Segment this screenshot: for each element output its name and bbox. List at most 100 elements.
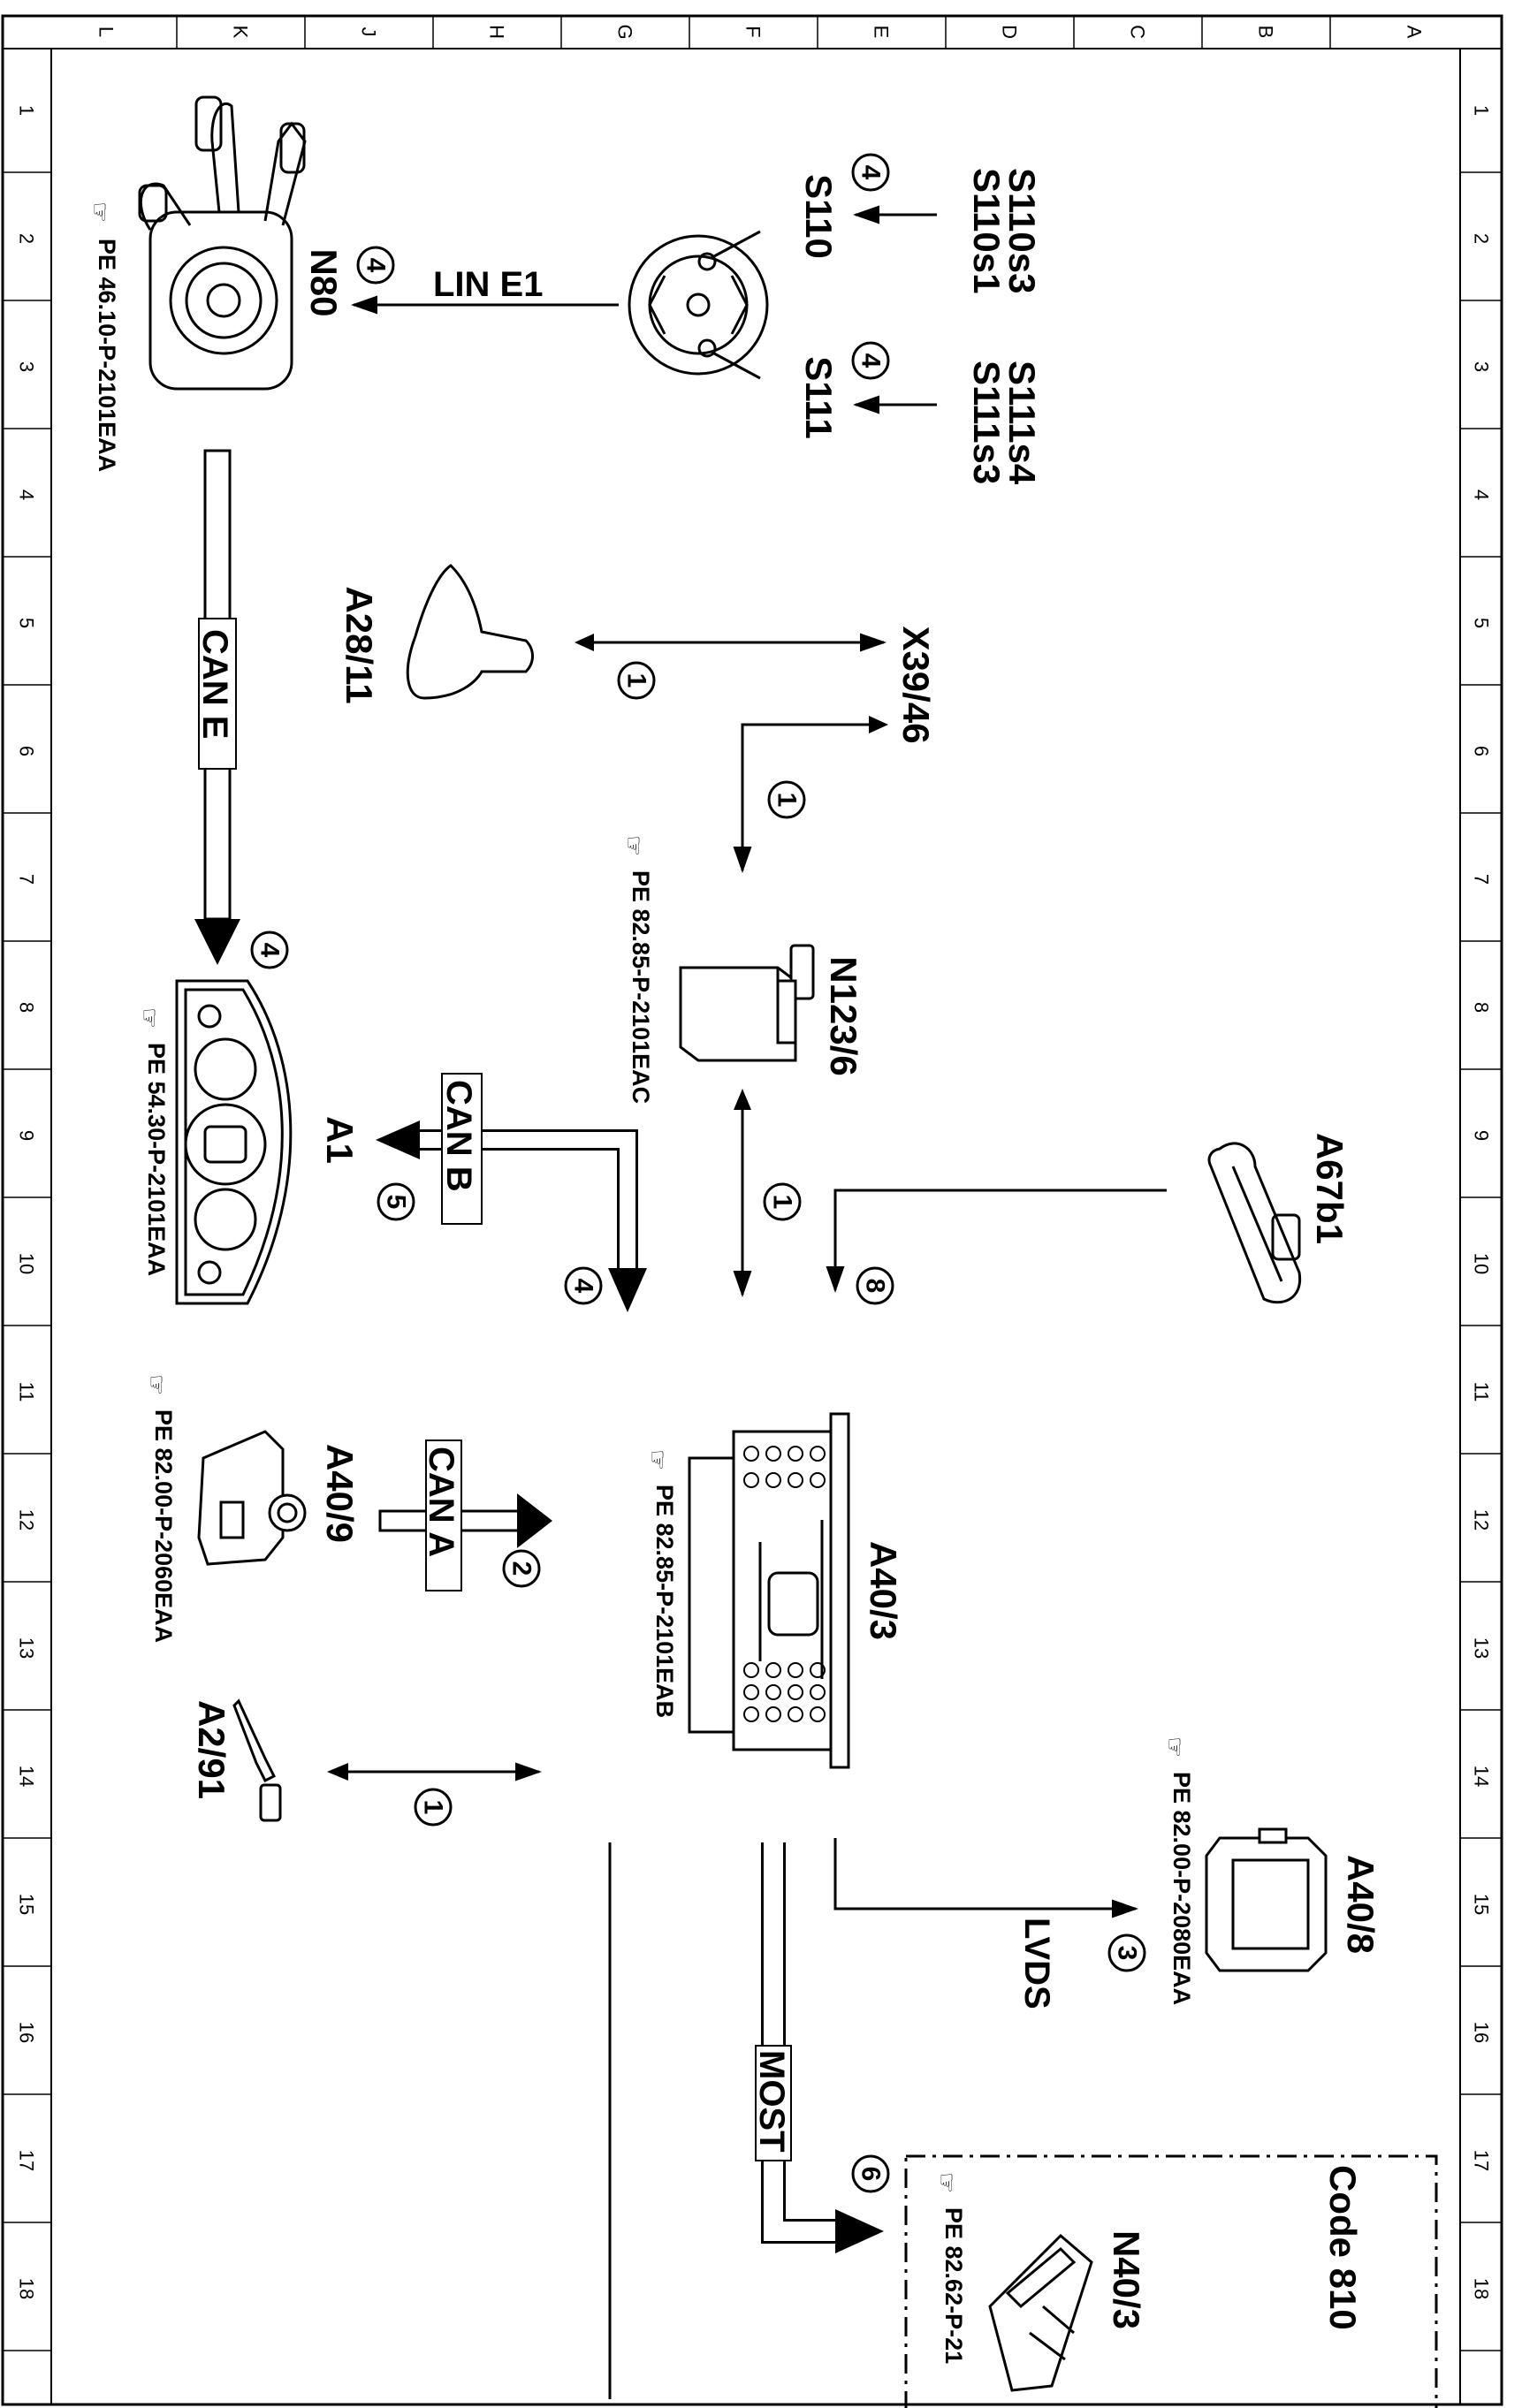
grid-number: 16	[1471, 2022, 1493, 2043]
a67b1-component	[1207, 1142, 1302, 1304]
grid-number: 18	[16, 2278, 38, 2299]
callout-number: 2	[507, 1561, 537, 1576]
grid-letter: E	[871, 26, 893, 39]
a40-9-label: A40/9	[319, 1444, 361, 1543]
a40-9-camera	[197, 1430, 307, 1566]
grid-number: 10	[1471, 1253, 1493, 1274]
doc-icon: ☞	[620, 835, 647, 856]
a28-11-label: A28/11	[339, 586, 380, 703]
callout-circle	[851, 153, 890, 192]
lin-e1-label: LIN E1	[433, 265, 543, 304]
can-b-label: CAN B	[439, 1080, 478, 1192]
a2-91-label: A2/91	[191, 1700, 232, 1799]
a40-8-display	[1205, 1827, 1328, 1972]
n123-6-ref: PE 82.85-P-2101EAC	[628, 870, 654, 1104]
callout-circle	[250, 931, 289, 969]
grid-number: 17	[1471, 2150, 1493, 2171]
a40-9-ref: PE 82.00-P-2060EAA	[150, 1409, 177, 1643]
grid-number: 7	[16, 874, 38, 885]
s110-label: S110	[798, 174, 840, 259]
code-810-box	[904, 2154, 1438, 2408]
callout-circle	[856, 1266, 894, 1305]
grid-number: 15	[1471, 1894, 1493, 1915]
s111-label: S111	[798, 356, 840, 438]
callout-circle	[564, 1266, 603, 1305]
s110s3-text: S110s3	[1001, 168, 1043, 294]
callout-number: 1	[768, 1195, 797, 1210]
n80-steering-column-module	[138, 95, 307, 391]
x39-46-label: X39/46	[895, 626, 937, 743]
grid-number: 2	[16, 233, 38, 244]
grid-number: 6	[16, 746, 38, 756]
callout-number: 4	[856, 353, 886, 368]
doc-icon: ☞	[1161, 1736, 1188, 1758]
callout-number: 1	[772, 793, 802, 808]
grid-letter: B	[1255, 26, 1277, 39]
n123-6-component	[679, 944, 815, 1062]
a40-3-label: A40/3	[863, 1541, 904, 1640]
doc-icon: ☞	[136, 1007, 163, 1029]
grid-letter: K	[230, 26, 252, 39]
lvds-label: LVDS	[1017, 1918, 1056, 2009]
grid-number: 1	[16, 105, 38, 116]
callout-number: 1	[622, 673, 651, 688]
a40-8-ref: PE 82.00-P-2080EAA	[1168, 1772, 1195, 2005]
grid-number: 11	[16, 1382, 38, 1402]
callout-circle	[502, 1549, 541, 1588]
n123-6-label: N123/6	[823, 956, 864, 1075]
grid-number: 14	[16, 1766, 38, 1787]
grid-letter: H	[486, 25, 508, 39]
grid-letter: D	[999, 25, 1021, 39]
s111s4-text: S111s4	[1001, 361, 1043, 485]
a1-label: A1	[319, 1116, 361, 1164]
can-a-label: CAN A	[422, 1447, 460, 1557]
most-bus	[755, 1842, 884, 2253]
callout-number: 4	[569, 1279, 598, 1294]
grid-number: 2	[1471, 233, 1493, 244]
grid-number: 8	[1471, 1002, 1493, 1013]
grid-number: 15	[16, 1894, 38, 1915]
a1-instrument-cluster	[175, 979, 293, 1305]
grid-number: 4	[1471, 490, 1493, 500]
a2-91-component	[232, 1698, 282, 1822]
grid-number: 11	[1471, 1382, 1493, 1402]
can-e-bus	[194, 449, 240, 965]
a28-11-component	[406, 564, 534, 700]
doc-icon: ☞	[933, 2172, 960, 2193]
a67b1-to-a40-3-line	[826, 1189, 1167, 1293]
steering-wheel	[628, 230, 769, 380]
grid-letters: L K J H G F E D C B A	[95, 24, 1426, 39]
callout-circle	[414, 1788, 453, 1827]
grid-letter: C	[1127, 25, 1149, 39]
callout-number: 4	[255, 943, 285, 958]
grid-letter: F	[742, 26, 765, 37]
x39-to-n123-line	[733, 723, 884, 873]
doc-icon: ☞	[644, 1449, 671, 1470]
callout-circle	[356, 246, 395, 285]
grid-letter: A	[1404, 26, 1426, 39]
code-810-label: Code 810	[1322, 2165, 1364, 2330]
grid-number: 12	[1471, 1509, 1493, 1531]
grid-number: 13	[1471, 1637, 1493, 1659]
grid-number: 5	[1471, 618, 1493, 628]
grid-number: 18	[1471, 2278, 1493, 2299]
a67b1-label: A67b1	[1309, 1133, 1351, 1244]
can-e-label: CAN E	[195, 629, 234, 739]
grid-number: 5	[16, 618, 38, 628]
grid-number: 12	[16, 1509, 38, 1531]
can-a-bus	[378, 1439, 552, 1591]
callout-number: 8	[861, 1279, 890, 1294]
grid-letter: J	[358, 27, 380, 37]
grid-number: 4	[16, 490, 38, 500]
callout-circle	[377, 1182, 415, 1221]
callout-number: 6	[856, 2167, 886, 2182]
grid-number: 1	[1471, 105, 1493, 116]
a40-3-buttons	[743, 1446, 826, 1722]
n40-3-label: N40/3	[1106, 2230, 1147, 2329]
doc-icon: ☞	[87, 201, 113, 223]
doc-icon: ☞	[143, 1374, 170, 1395]
callout-circle	[767, 780, 806, 819]
grid-letter: G	[614, 24, 636, 39]
grid-number: 9	[1471, 1130, 1493, 1141]
